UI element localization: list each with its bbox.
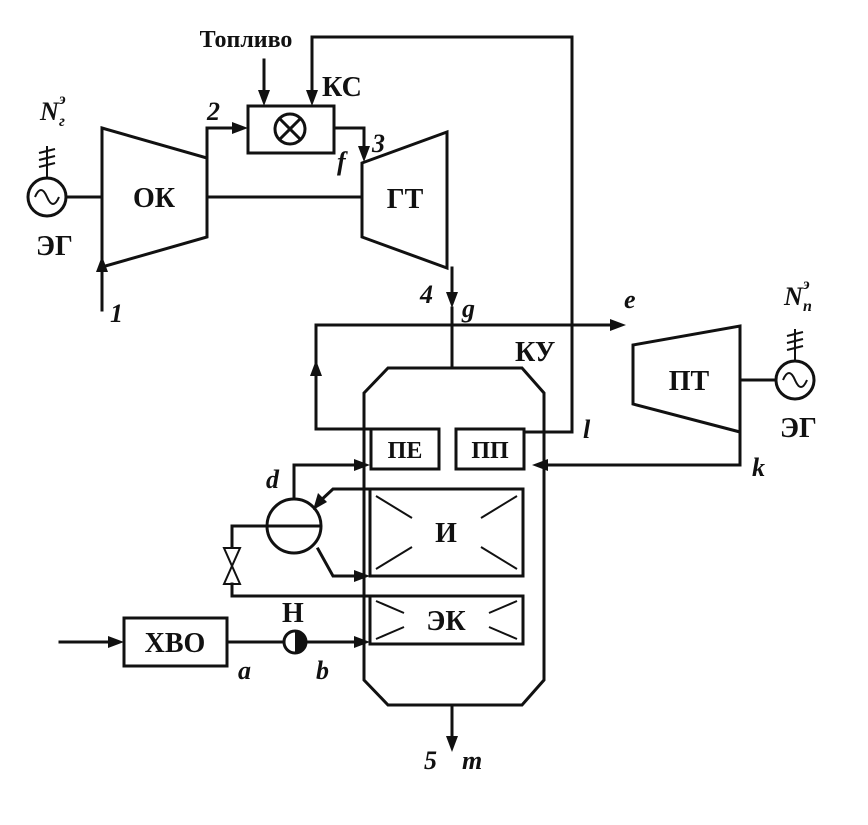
st-generator-winding-icon bbox=[786, 329, 804, 361]
live-steam-arrow bbox=[610, 319, 626, 331]
air-compressor bbox=[100, 126, 209, 269]
gt-power-label: N э г bbox=[39, 91, 66, 130]
superheater bbox=[369, 427, 441, 471]
gt-generator-label: ЭГ bbox=[36, 231, 73, 262]
reheat-return-arrow bbox=[306, 90, 318, 106]
burner-icon bbox=[273, 112, 307, 146]
superheater-label: ПЕ bbox=[388, 438, 423, 464]
turbine-exhaust-arrow bbox=[532, 459, 548, 471]
raw-water-arrow bbox=[108, 636, 124, 648]
air-compressor-label: ОК bbox=[133, 183, 176, 214]
st-generator-label: ЭГ bbox=[780, 413, 817, 444]
economizer-to-drum-line bbox=[230, 582, 372, 598]
point-g-label: g bbox=[461, 294, 475, 323]
economizer-hatch bbox=[375, 600, 518, 640]
point-l-label: l bbox=[583, 415, 591, 444]
gt-generator-winding-icon bbox=[38, 146, 56, 178]
reheater-label: ПП bbox=[471, 438, 509, 464]
point-3-label: 3 bbox=[371, 129, 385, 158]
downcomer-line bbox=[315, 546, 358, 578]
st-power-label: N э п bbox=[783, 276, 812, 315]
gt-generator-sine bbox=[34, 189, 60, 205]
water-treatment bbox=[122, 616, 229, 668]
svg-text:э: э bbox=[802, 276, 810, 293]
pump-label: Н bbox=[282, 598, 304, 629]
economizer bbox=[368, 594, 525, 646]
svg-text:N: N bbox=[783, 282, 804, 311]
valve-icon bbox=[222, 547, 242, 585]
drum-steam-arrow bbox=[354, 459, 370, 471]
point-b-label: b bbox=[316, 656, 329, 685]
hot-gas-line bbox=[332, 126, 366, 152]
svg-text:э: э bbox=[58, 91, 66, 108]
evaporator-label: И bbox=[435, 518, 457, 549]
point-m-label: m bbox=[462, 746, 482, 775]
riser-arrow bbox=[313, 493, 327, 510]
economizer-label: ЭК bbox=[426, 606, 466, 637]
feedwater-arrow bbox=[354, 636, 370, 648]
live-steam-line bbox=[314, 323, 614, 431]
evaporator-hatch bbox=[375, 495, 518, 570]
evaporator bbox=[368, 487, 525, 578]
svg-text:г: г bbox=[59, 113, 65, 130]
reheater bbox=[454, 427, 526, 471]
drum-steam-line bbox=[292, 463, 358, 501]
point-k-label: k bbox=[752, 453, 765, 482]
point-e-label: e bbox=[624, 285, 636, 314]
steam-drum bbox=[265, 497, 323, 555]
svg-text:п: п bbox=[803, 298, 812, 315]
point-4-label: 4 bbox=[419, 280, 433, 309]
fuel-label: Топливо bbox=[200, 27, 293, 53]
live-steam-up-arrow bbox=[310, 360, 322, 376]
water-treatment-label: ХВО bbox=[145, 628, 206, 659]
point-f-label: f bbox=[337, 147, 348, 176]
gas-turbine-label: ГТ bbox=[387, 184, 424, 215]
pump-icon bbox=[282, 629, 308, 655]
gas-turbine bbox=[360, 129, 449, 271]
turbine-exhaust-line bbox=[544, 430, 742, 467]
reheat-return-line bbox=[310, 35, 574, 434]
svg-text:N: N bbox=[39, 97, 60, 126]
point-a-label: a bbox=[238, 656, 251, 685]
compressed-air-line bbox=[205, 126, 238, 162]
point-2-label: 2 bbox=[206, 97, 220, 126]
exhaust-arrow bbox=[446, 292, 458, 308]
st-generator-sine bbox=[782, 372, 808, 388]
steam-turbine-label: ПТ bbox=[669, 366, 710, 397]
point-d-label: d bbox=[266, 465, 280, 494]
downcomer-arrow bbox=[354, 570, 370, 582]
combustion-chamber-label: КС bbox=[322, 72, 362, 103]
flue-gas-arrow bbox=[446, 736, 458, 752]
point-5-label: 5 bbox=[424, 746, 437, 775]
fuel-arrow bbox=[258, 90, 270, 106]
heat-recovery-boiler-label: КУ bbox=[515, 337, 555, 368]
drum-feed-line bbox=[230, 524, 270, 550]
compressed-air-arrow bbox=[232, 122, 248, 134]
air-inlet-arrow bbox=[96, 256, 108, 272]
hot-gas-arrow bbox=[358, 146, 370, 162]
point-1-label: 1 bbox=[110, 299, 123, 328]
